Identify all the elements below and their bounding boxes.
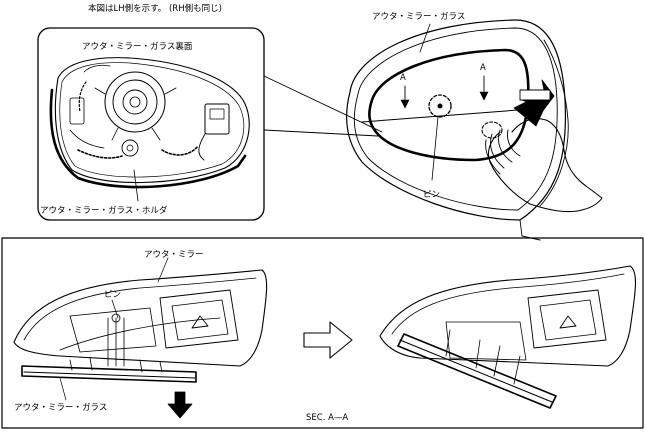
section-marker-left: A [400, 73, 406, 83]
outer-mirror-view [346, 19, 603, 241]
section-aa-panel [1, 237, 644, 429]
glass-rear-detail [37, 27, 383, 221]
section-marker-right: A [480, 63, 486, 73]
glass-rear-title: アウタ・ミラー・ガラス裏面 [82, 42, 193, 52]
glass-label-bottom: アウタ・ミラー・ガラス [14, 403, 108, 413]
pin-label-top: ピン [423, 190, 441, 200]
section-caption: SEC. A—A [306, 413, 349, 423]
pin-label-bottom: ピン [104, 290, 122, 300]
holder-label: アウタ・ミラー・ガラス・ホルダ [40, 206, 168, 216]
lh-side-note: 本図はLH側を示す。 (RH側も同じ) [88, 4, 222, 14]
mirror-label: アウタ・ミラー [144, 250, 204, 260]
glass-label-top: アウタ・ミラー・ガラス [372, 12, 466, 22]
